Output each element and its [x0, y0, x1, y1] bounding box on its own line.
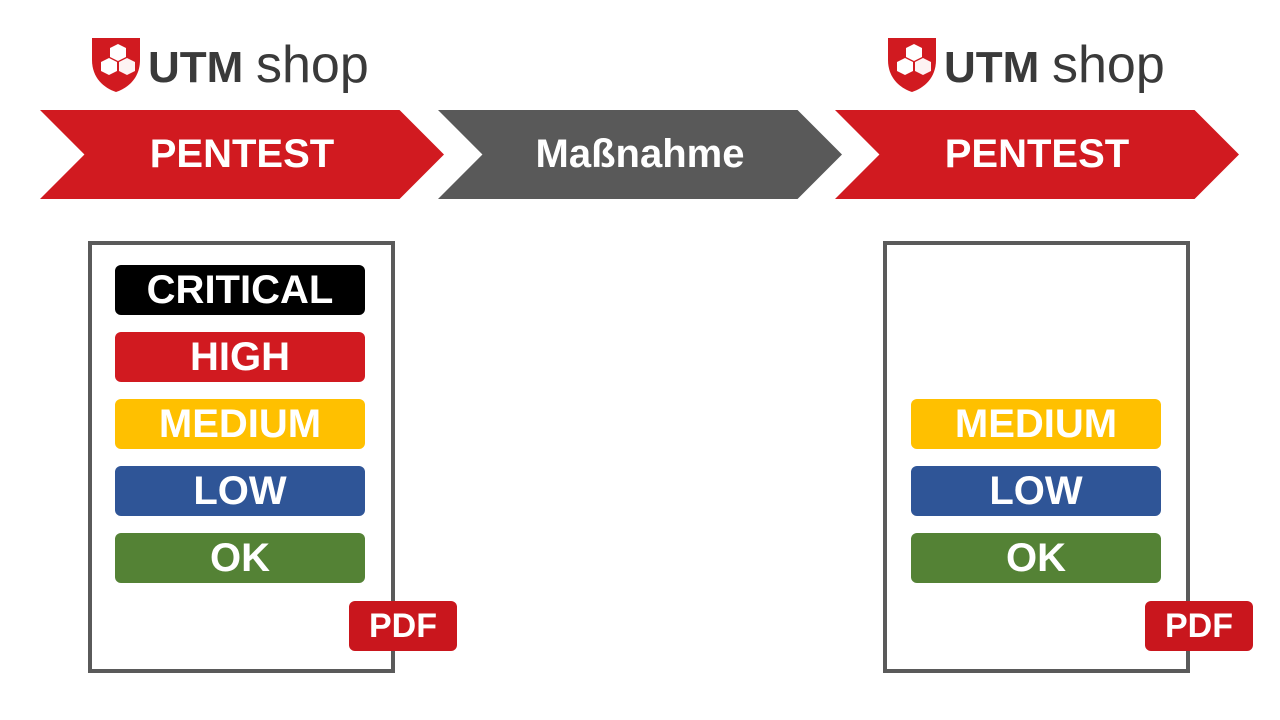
process-step-label: PENTEST: [944, 132, 1130, 176]
shield-icon: [92, 38, 140, 92]
utmshop-logo-left: UTM shop: [88, 30, 398, 100]
severity-low-badge: LOW: [115, 466, 365, 516]
pdf-file-badge: PDF: [1145, 601, 1253, 651]
process-step-pentest-2: PENTEST: [835, 110, 1239, 199]
report-document-after: MEDIUM LOW OK: [883, 241, 1190, 673]
process-step-label: Maßnahme: [535, 132, 745, 176]
severity-medium-badge: MEDIUM: [115, 399, 365, 449]
severity-medium-badge: MEDIUM: [911, 399, 1161, 449]
process-step-pentest-1: PENTEST: [40, 110, 444, 199]
shield-icon: [888, 38, 936, 92]
process-step-massnahme: Maßnahme: [438, 110, 842, 199]
severity-critical-badge: CRITICAL: [115, 265, 365, 315]
logo-text-light: shop: [256, 36, 369, 94]
logo-text-light: shop: [1052, 36, 1165, 94]
utmshop-logo-right: UTM shop: [884, 30, 1194, 100]
process-step-label: PENTEST: [149, 132, 335, 176]
pdf-file-badge: PDF: [349, 601, 457, 651]
severity-low-badge: LOW: [911, 466, 1161, 516]
severity-ok-badge: OK: [911, 533, 1161, 583]
severity-high-badge: HIGH: [115, 332, 365, 382]
report-document-before: CRITICAL HIGH MEDIUM LOW OK: [88, 241, 395, 673]
severity-ok-badge: OK: [115, 533, 365, 583]
logo-text-bold: UTM: [148, 43, 243, 92]
logo-text-bold: UTM: [944, 43, 1039, 92]
